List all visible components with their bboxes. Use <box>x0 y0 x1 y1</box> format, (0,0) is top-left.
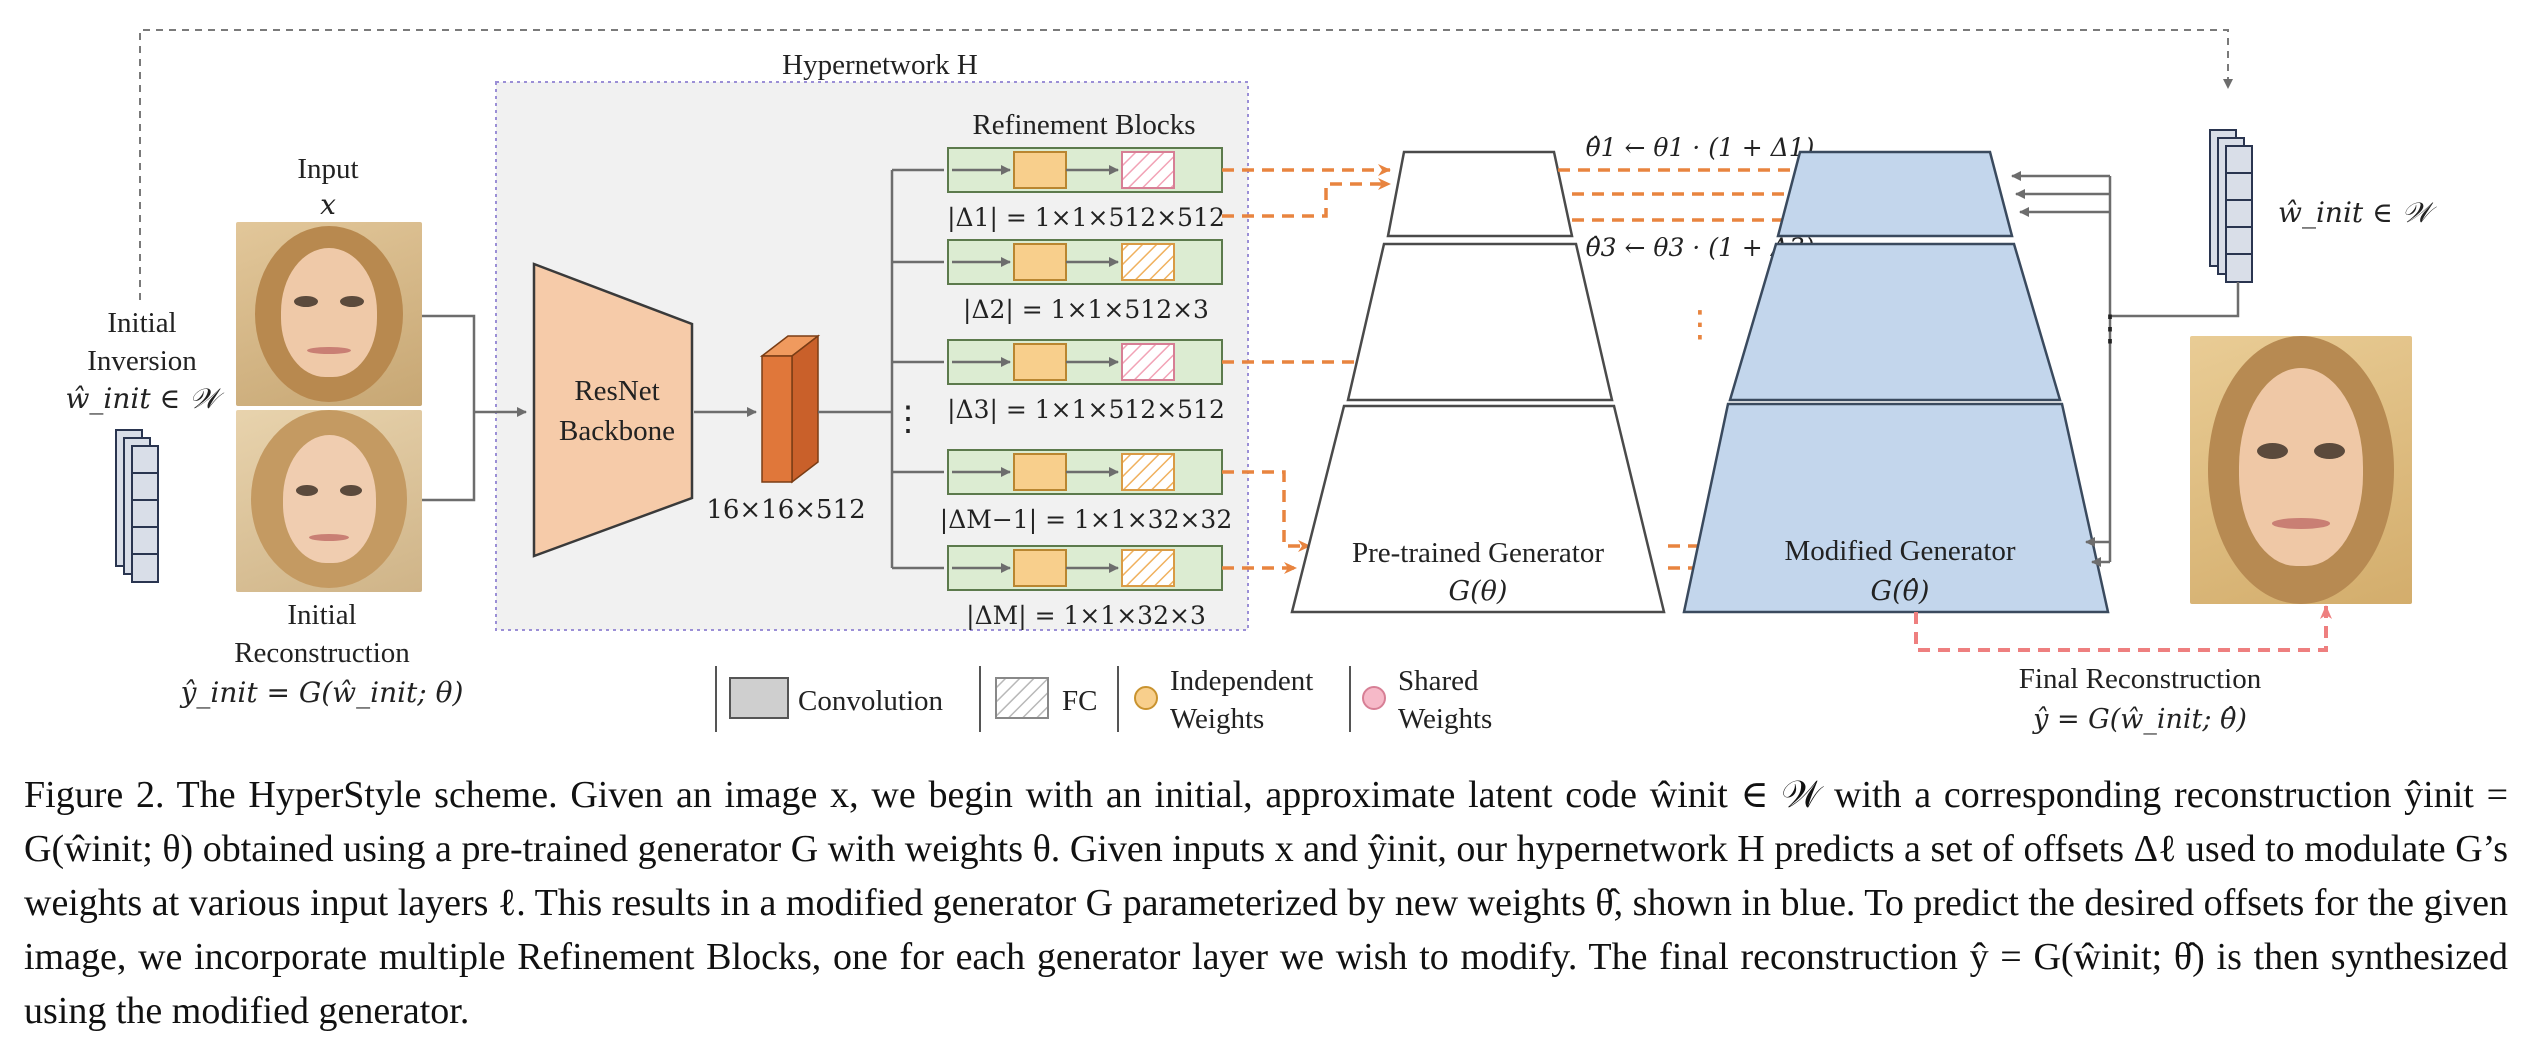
right-ellipsis: ⋮ <box>2092 308 2128 349</box>
refinement-block: |Δ2| = 1×1×512×3 <box>892 239 1223 325</box>
recon-image-connector <box>422 412 476 502</box>
input-image <box>236 222 422 406</box>
initial-inversion-label-1: Initial <box>107 307 176 339</box>
fc-hatch <box>1121 549 1175 587</box>
final-reconstruction-image <box>2190 336 2412 604</box>
legend-fc-swatch <box>995 677 1049 719</box>
modified-label: Modified Generator <box>1784 535 2015 567</box>
hyperstyle-diagram: Hypernetwork H Initial Inversion ŵ_init … <box>65 29 2438 735</box>
legend-shared-label-2: Weights <box>1398 703 1492 735</box>
pretrained-generator <box>1290 150 1666 614</box>
initial-reconstruction-label-2: Reconstruction <box>234 637 410 669</box>
legend-shared-swatch <box>1362 686 1386 710</box>
block-ellipsis: ⋮ <box>891 399 925 439</box>
refinement-blocks: |Δ1| = 1×1×512×512 |Δ2| = 1×1×512×3 |Δ3| =… <box>892 147 1232 631</box>
initial-reconstruction-label-1: Initial <box>287 599 356 631</box>
conv-independent <box>1013 243 1067 281</box>
block-dimension-label: |Δ3| = 1×1×512×512 <box>947 395 1225 425</box>
refinement-block: |ΔM−1| = 1×1×32×32 <box>892 449 1232 535</box>
refinement-block: |Δ3| = 1×1×512×512 <box>892 339 1225 425</box>
latent-code-stack-right <box>2209 129 2253 283</box>
resnet-backbone <box>532 262 694 558</box>
fc-hatch <box>1121 151 1175 189</box>
w-init-math-right: ŵ_init ∈ 𝒲 <box>2278 196 2438 229</box>
legend-shared-label-1: Shared <box>1398 665 1479 697</box>
figure-caption: Figure 2. The HyperStyle scheme. Given a… <box>24 774 2508 1032</box>
block-dimension-label: |Δ2| = 1×1×512×3 <box>963 295 1209 325</box>
fc-hatch <box>1121 343 1175 381</box>
feedback-dashed-line <box>139 29 2233 300</box>
legend-independent-label-1: Independent <box>1170 665 1313 697</box>
feature-size-label: 16×16×512 <box>706 495 865 525</box>
block-dimension-label: |ΔM| = 1×1×32×3 <box>966 601 1206 631</box>
conv-independent <box>1013 453 1067 491</box>
pretrained-math: G(θ) <box>1449 576 1508 607</box>
latent-code-stack-left <box>115 429 159 583</box>
input-label: Input <box>297 153 358 185</box>
legend-convolution-swatch <box>729 677 789 719</box>
final-recon-label: Final Reconstruction <box>2019 663 2262 695</box>
modified-math: G(θ̂) <box>1871 576 1930 607</box>
legend: Convolution FC Independent Weights Share… <box>715 665 1492 735</box>
initial-inversion-math: ŵ_init ∈ 𝒲 <box>65 382 225 415</box>
conv-independent <box>1013 151 1067 189</box>
block-dimension-label: |ΔM−1| = 1×1×32×32 <box>940 505 1232 535</box>
fc-hatch <box>1121 453 1175 491</box>
refinement-title: Refinement Blocks <box>972 109 1195 141</box>
initial-reconstruction-math: ŷ_init = G(ŵ_init; θ) <box>179 676 464 709</box>
final-recon-math: ŷ = G(ŵ_init; θ̂) <box>2032 704 2247 735</box>
block-dimension-label: |Δ1| = 1×1×512×512 <box>947 203 1225 233</box>
legend-convolution-label: Convolution <box>798 685 944 717</box>
hypernetwork-label: Hypernetwork H <box>782 49 978 81</box>
w-init-feed-lines <box>2011 171 2240 567</box>
initial-inversion-label-2: Inversion <box>87 345 197 377</box>
update-eq-1: θ̂1 ← θ1 · (1 + Δ1) <box>1586 133 1815 162</box>
feature-map-block <box>759 334 821 484</box>
initial-reconstruction-image <box>236 410 422 592</box>
modified-generator <box>1682 150 2110 614</box>
conv-independent <box>1013 343 1067 381</box>
legend-independent-swatch <box>1134 686 1158 710</box>
input-var: x <box>320 188 336 221</box>
backbone-label-2: Backbone <box>559 415 675 447</box>
backbone-label-1: ResNet <box>574 375 659 407</box>
legend-independent-label-2: Weights <box>1170 703 1264 735</box>
legend-fc-label: FC <box>1062 685 1097 717</box>
middle-ellipsis: ⋮ <box>1682 304 1718 345</box>
final-recon-arrow <box>1914 605 2332 652</box>
conv-independent <box>1013 549 1067 587</box>
pretrained-label: Pre-trained Generator <box>1352 537 1604 569</box>
input-image-connector <box>422 314 476 412</box>
fc-hatch <box>1121 243 1175 281</box>
